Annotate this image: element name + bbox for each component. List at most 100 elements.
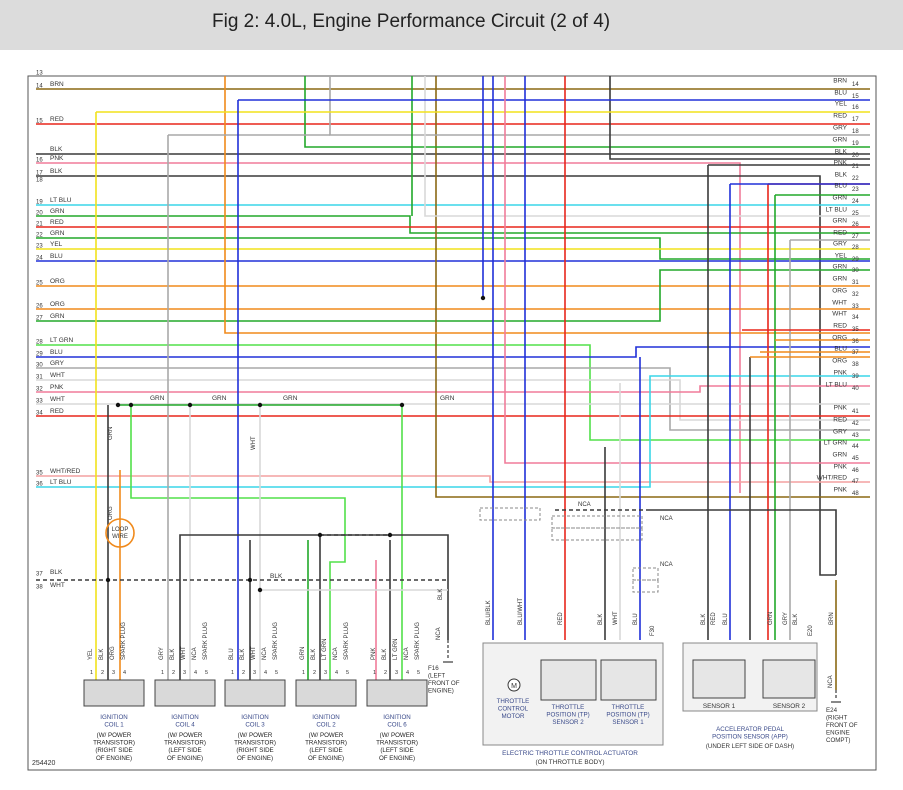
text-line: (LEFT SIDE [309, 747, 342, 754]
text-line: F16 [428, 665, 439, 672]
junction-dot [387, 532, 393, 538]
etc-title: ELECTRIC THROTTLE CONTROL ACTUATOR [502, 750, 638, 757]
text-line: FRONT OF [826, 722, 858, 729]
right-pin-number: 37 [852, 350, 859, 356]
left-pin-number: 36 [36, 482, 43, 488]
wire-label: BLK [270, 573, 283, 580]
right-wire-label: BLU [834, 90, 847, 97]
right-pin-number: 27 [852, 234, 859, 240]
right-wire-label: BLU [834, 346, 847, 353]
wire [650, 509, 837, 575]
right-wire-label: LT GRN [824, 440, 848, 447]
left-wire-label: WHT [50, 582, 65, 589]
text-line: MOTOR [502, 713, 525, 720]
app-wire-label: GRN [768, 612, 774, 625]
left-pin-number: 22 [36, 233, 43, 239]
coil-wire-label: SPARK PLUG [273, 622, 279, 660]
left-wire-label: GRN [50, 313, 65, 320]
right-wire-label: PNK [834, 370, 848, 377]
nca-stub [551, 527, 643, 541]
left-wire-label: WHT [50, 396, 65, 403]
left-pin-number: 33 [36, 399, 43, 405]
right-wire-label: GRN [833, 137, 848, 144]
right-wire-label: YEL [835, 101, 848, 108]
right-wire-label: WHT [832, 311, 847, 318]
nca-label: NCA [660, 516, 673, 522]
junction-dot [247, 577, 253, 583]
right-wire-label: GRN [833, 195, 848, 202]
left-wire-label: PNK [50, 155, 64, 162]
wire-layer [36, 76, 870, 746]
right-wire-label: GRY [833, 125, 848, 132]
coil-pin: 5 [275, 670, 278, 676]
wire [424, 76, 870, 217]
left-wire-label: LT BLU [50, 479, 72, 486]
left-pin-number: 16 [36, 158, 43, 164]
coil-pin: 5 [346, 670, 349, 676]
text-line: IGNITION [100, 714, 128, 721]
coil-wire-label: PNK [371, 648, 377, 660]
right-wire-label: LT BLU [826, 382, 848, 389]
left-pin-number: 24 [36, 256, 43, 262]
coil-pin: 3 [253, 670, 256, 676]
bus-label: GRN [150, 395, 165, 402]
coil-pin: 2 [384, 670, 387, 676]
wire-label: BLK [438, 589, 444, 600]
junction-dot [257, 402, 263, 408]
coil-wire-label: YEL [88, 648, 94, 660]
motor-symbol: M [511, 683, 517, 690]
text-line: ENGINE) [428, 688, 454, 695]
bus-label: GRN [440, 395, 455, 402]
coil-wire-label: SPARK PLUG [203, 622, 209, 660]
right-wire-label: YEL [835, 253, 848, 260]
text-line: IGNITION [383, 714, 411, 721]
figure-id: 254420 [32, 760, 55, 767]
left-pin-number: 19 [36, 200, 43, 206]
coil-pin: 1 [231, 670, 234, 676]
text-line: TRANSISTOR) [164, 740, 206, 747]
text-line: (LEFT SIDE [380, 747, 413, 754]
wire-label: NCA [828, 675, 834, 688]
coil-pin: 5 [417, 670, 420, 676]
left-wire-label: ORG [50, 301, 65, 308]
right-pin-number: 32 [852, 292, 859, 298]
text-line: (W/ POWER [97, 732, 132, 739]
right-wire-label: PNK [834, 160, 848, 167]
right-wire-label: LT BLU [826, 207, 848, 214]
app-wire-label: BRN [829, 612, 835, 625]
right-wire-label: WHT [832, 300, 847, 307]
text-line: COIL 3 [245, 722, 265, 729]
left-wire-label: LT BLU [50, 197, 72, 204]
text-line: COMPT) [826, 737, 850, 744]
etc-subtitle: (ON THROTTLE BODY) [535, 759, 604, 766]
coil-pin: 4 [335, 670, 338, 676]
left-pin-number: 13 [36, 71, 43, 77]
text-line: COIL 6 [387, 722, 407, 729]
right-wire-label: RED [833, 230, 847, 237]
ignition-coil [295, 679, 357, 707]
bus-label: GRN [212, 395, 227, 402]
right-pin-number: 22 [852, 176, 859, 182]
text-line: TRANSISTOR) [234, 740, 276, 747]
right-wire-label: GRY [833, 241, 848, 248]
coil-wire-label: BLK [382, 649, 388, 660]
right-pin-number: 15 [852, 94, 859, 100]
wire [36, 269, 870, 322]
text-line: POSITION (TP) [606, 712, 649, 719]
left-pin-number: 15 [36, 119, 43, 125]
left-wire-label: BLK [50, 146, 63, 153]
left-pin-number: 29 [36, 352, 43, 358]
left-pin-number: 25 [36, 281, 43, 287]
text-line: THROTTLE [497, 698, 530, 705]
